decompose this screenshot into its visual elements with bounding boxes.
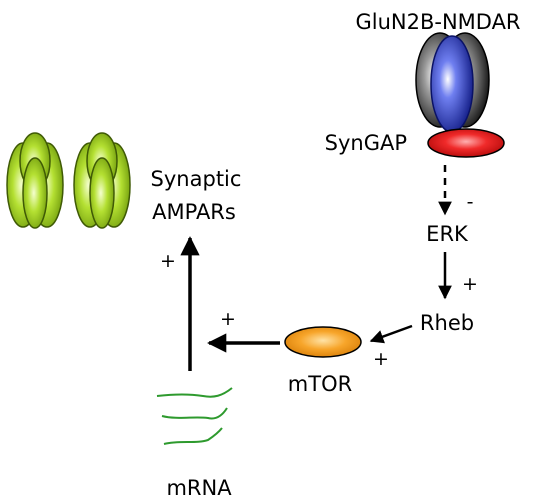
ampars-label: AMPARs — [152, 200, 236, 224]
syngap-label: SynGAP — [325, 131, 407, 155]
rheb-label: Rheb — [420, 311, 474, 335]
mtor-label: mTOR — [288, 372, 352, 396]
mrna-label: mRNA — [166, 476, 232, 500]
rheb-mtor-sign: + — [373, 348, 389, 370]
erk-label: ERK — [426, 222, 469, 246]
mtor-mrna-sign: + — [220, 308, 236, 330]
mtor-icon — [284, 326, 362, 358]
receptor-label: GluN2B-NMDAR — [355, 10, 520, 34]
nmdar-receptor-icon — [415, 32, 490, 133]
syngap-icon — [427, 128, 505, 158]
rheb-mtor-arrow — [369, 324, 413, 344]
erk-rheb-sign: + — [462, 273, 478, 295]
mrna-ampars-sign: + — [160, 250, 176, 272]
mrna-icon — [156, 387, 233, 445]
syngap-erk-sign: - — [467, 191, 474, 213]
ampar-receptor-icon — [6, 132, 64, 229]
synaptic-label: Synaptic — [151, 167, 242, 191]
ampar-receptor-icon — [73, 132, 131, 229]
